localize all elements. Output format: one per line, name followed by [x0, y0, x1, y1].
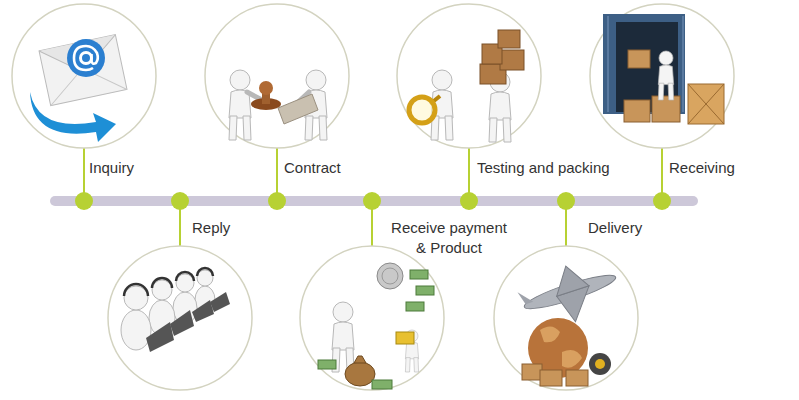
- call-centre-figures-part-part: [146, 322, 174, 352]
- call-centre-figures-part-part: [124, 284, 148, 296]
- envelope-icon-part-part: [39, 35, 127, 106]
- container-scene-part: [624, 50, 680, 122]
- delivery-scene-part-part: [566, 370, 588, 386]
- envelope-icon-part-part: [39, 35, 122, 81]
- step-circles-part: [12, 4, 156, 148]
- payment-figures-part: [354, 356, 366, 363]
- timeline-dots-part: [268, 192, 286, 210]
- step-circles-part: [494, 246, 638, 390]
- call-centre-figures-part-part: [197, 270, 213, 286]
- delivery-scene: [514, 252, 625, 386]
- call-centre-figures-part-part: [176, 272, 194, 281]
- timeline-dots-part: [75, 192, 93, 210]
- testing-figures-part-part: [500, 50, 524, 70]
- contract-figures-part: [229, 70, 327, 140]
- delivery-scene-part-part: [522, 364, 542, 380]
- testing-figures-part: [480, 30, 524, 84]
- call-centre-figures-part-part: [192, 300, 214, 322]
- step-label: Receiving: [669, 159, 735, 177]
- container-scene-part-part: [624, 100, 650, 122]
- step-label: Inquiry: [89, 159, 134, 177]
- envelope-icon-part: [81, 53, 92, 64]
- delivery-scene-part: [514, 252, 625, 336]
- container-scene-part-part: [652, 96, 680, 122]
- container-scene-part: [603, 14, 685, 114]
- payment-figures-part: [396, 332, 414, 344]
- delivery-scene-part: [540, 326, 582, 367]
- delivery-scene-part: [522, 364, 588, 386]
- call-centre-figures-part: [124, 268, 213, 296]
- payment-figures-part-part: [372, 380, 392, 389]
- container-scene-part-part: [607, 16, 609, 112]
- timeline-dots-part: [557, 192, 575, 210]
- container-scene-part-part: [628, 50, 650, 68]
- step-label: Receive payment & Product: [386, 218, 512, 258]
- container-scene: [603, 14, 724, 124]
- payment-figures-part-part: [416, 286, 434, 295]
- envelope-icon: [30, 35, 127, 142]
- container-scene-part: [608, 16, 683, 112]
- payment-figures-part: [382, 268, 398, 284]
- call-centre-figures-part-part: [124, 286, 148, 310]
- step-circles: [12, 4, 734, 390]
- call-centre-figures-part-part: [121, 310, 151, 350]
- step-circles-part: [300, 246, 444, 390]
- call-centre-figures-part-part: [170, 310, 194, 336]
- call-centre-figures-part-part: [176, 274, 194, 292]
- call-centre-figures-part-part: [152, 280, 172, 300]
- timeline-dots: [75, 192, 671, 210]
- container-scene-part: [616, 22, 678, 112]
- timeline-dots-part: [171, 192, 189, 210]
- step-circles-part: [108, 246, 252, 390]
- payment-figures-part: [345, 362, 375, 386]
- call-centre-figures-part-part: [210, 292, 230, 312]
- timeline-dots-part: [653, 192, 671, 210]
- timeline-dots-part: [363, 192, 381, 210]
- delivery-scene-part-part: [540, 370, 562, 386]
- call-centre-figures-part: [146, 292, 230, 352]
- stem-lines: [84, 148, 662, 246]
- step-label: Reply: [192, 219, 230, 237]
- envelope-icon-part: [67, 39, 105, 77]
- call-centre-figures-part-part: [152, 278, 172, 288]
- payment-figures-part-part: [406, 302, 424, 311]
- testing-figures-part: [409, 97, 435, 123]
- delivery-scene-part: [595, 359, 605, 369]
- delivery-scene-part: [589, 353, 611, 375]
- call-centre-figures: [121, 268, 230, 352]
- call-centre-figures-part-part: [197, 268, 213, 276]
- testing-figures: [409, 30, 524, 142]
- testing-figures-part-part: [498, 30, 520, 48]
- payment-figures: [318, 263, 434, 389]
- container-scene-part: [688, 84, 724, 124]
- delivery-scene-part-part: [549, 261, 589, 296]
- delivery-scene-part-part: [518, 289, 534, 306]
- envelope-icon-part: [74, 46, 98, 70]
- step-circles-part: [205, 4, 349, 148]
- step-circles-part: [397, 4, 541, 148]
- payment-figures-part-part: [410, 270, 428, 279]
- step-label: Contract: [284, 159, 341, 177]
- container-scene-part: [658, 51, 673, 100]
- step-label: Delivery: [588, 219, 642, 237]
- timeline-dots-part: [460, 192, 478, 210]
- contract-figures: [229, 70, 327, 140]
- contract-figures-part: [278, 94, 318, 124]
- payment-figures-part: [377, 263, 403, 289]
- contract-figures-part: [259, 81, 273, 95]
- container-scene-part-part: [682, 16, 684, 112]
- container-scene-part-part: [658, 51, 673, 100]
- step-circles-part: [590, 4, 734, 148]
- contract-figures-part-part: [229, 70, 251, 140]
- payment-figures-part-part: [318, 360, 336, 369]
- payment-figures-part: [318, 270, 434, 389]
- container-scene-part: [688, 84, 724, 124]
- step-label: Testing and packing: [477, 159, 610, 177]
- envelope-icon-part: [39, 35, 127, 106]
